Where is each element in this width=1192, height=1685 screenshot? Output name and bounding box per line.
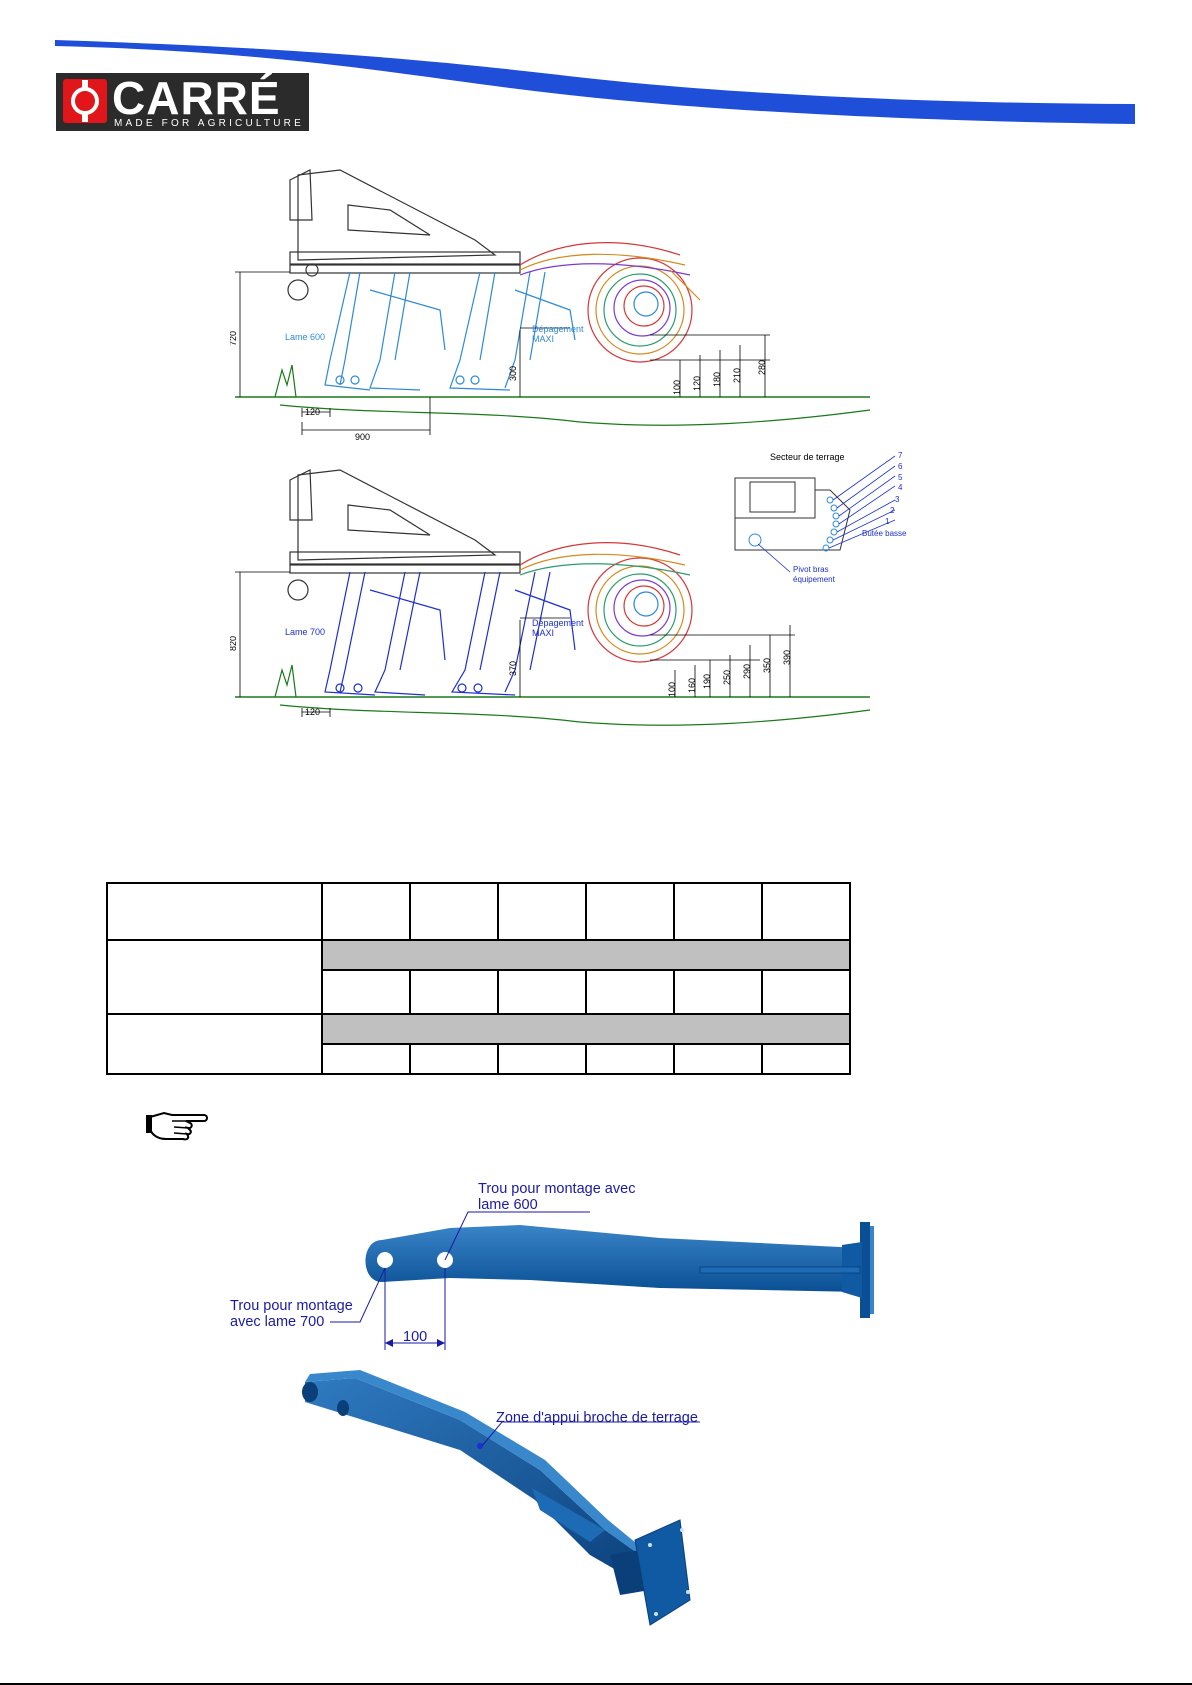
svg-text:180: 180 — [712, 372, 722, 387]
drawing-bottom: 820 120 370 100 160 190 250 290 350 390 … — [230, 469, 871, 726]
table-cell — [673, 969, 763, 1015]
support-zone-callout: Zone d'appui broche de terrage — [496, 1410, 698, 1426]
svg-text:7: 7 — [898, 451, 903, 460]
table-cell — [497, 969, 587, 1015]
hole-600-callout: Trou pour montage avec lame 600 — [478, 1181, 636, 1213]
logo-wordmark: CARRÉ — [112, 72, 281, 124]
table-cell — [106, 939, 323, 1015]
table-cell-shaded — [321, 939, 851, 971]
hole-spacing-dimension: 100 — [403, 1329, 428, 1345]
svg-text:Pivot bras: Pivot bras — [793, 565, 829, 574]
table-cell — [585, 882, 675, 941]
technical-drawing: 720 120 900 300 100 120 180 210 280 Lame… — [230, 169, 907, 726]
table-cell — [409, 882, 499, 941]
svg-text:160: 160 — [687, 678, 697, 693]
svg-text:3: 3 — [895, 495, 900, 504]
logo-tagline: MADE FOR AGRICULTURE — [114, 118, 304, 129]
arm-iso-view — [302, 1370, 700, 1626]
svg-text:390: 390 — [782, 650, 792, 665]
table-cell — [409, 969, 499, 1015]
svg-text:280: 280 — [757, 360, 767, 375]
table-cell — [409, 1043, 499, 1075]
table-cell — [673, 1043, 763, 1075]
svg-text:190: 190 — [702, 674, 712, 689]
svg-text:Lame 600: Lame 600 — [285, 332, 325, 342]
logo-mark-icon — [63, 79, 107, 123]
table-cell — [321, 1043, 411, 1075]
svg-text:équipement: équipement — [793, 575, 836, 584]
svg-text:120: 120 — [692, 376, 702, 391]
svg-text:6: 6 — [898, 462, 903, 471]
svg-text:720: 720 — [230, 331, 238, 346]
svg-text:300: 300 — [508, 366, 518, 381]
svg-text:Dépagement: Dépagement — [532, 324, 584, 334]
table-cell — [761, 1043, 851, 1075]
pointing-hand-icon — [146, 1111, 208, 1141]
table-cell — [585, 969, 675, 1015]
table-cell — [321, 969, 411, 1015]
svg-text:120: 120 — [305, 707, 320, 717]
table-cell — [761, 882, 851, 941]
hole-700-callout: Trou pour montage avec lame 700 — [230, 1298, 353, 1330]
svg-text:100: 100 — [667, 682, 677, 697]
table-cell — [497, 1043, 587, 1075]
arm-side-view — [330, 1211, 874, 1350]
svg-text:Dépagement: Dépagement — [532, 618, 584, 628]
svg-text:4: 4 — [898, 483, 903, 492]
header-swoosh — [55, 40, 1135, 124]
table-cell — [497, 882, 587, 941]
sector-detail: Secteur de terrage 76 54 32 1 Butée bass… — [734, 451, 907, 584]
svg-text:210: 210 — [732, 368, 742, 383]
svg-text:290: 290 — [742, 664, 752, 679]
svg-text:5: 5 — [898, 473, 903, 482]
footer-rule — [0, 1683, 1192, 1685]
svg-text:Lame 700: Lame 700 — [285, 627, 325, 637]
table-cell — [106, 1013, 323, 1075]
svg-text:2: 2 — [890, 506, 895, 515]
arm-bracket-render — [302, 1211, 874, 1626]
svg-text:350: 350 — [762, 658, 772, 673]
svg-text:100: 100 — [672, 380, 682, 395]
svg-text:370: 370 — [508, 661, 518, 676]
table-cell-shaded — [321, 1013, 851, 1045]
svg-text:820: 820 — [230, 636, 238, 651]
svg-text:MAXI: MAXI — [532, 628, 554, 638]
svg-text:1: 1 — [885, 517, 890, 526]
svg-text:MAXI: MAXI — [532, 334, 554, 344]
spec-table — [106, 882, 851, 1075]
sector-title: Secteur de terrage — [770, 452, 845, 462]
table-cell — [585, 1043, 675, 1075]
table-cell — [321, 882, 411, 941]
drawing-top: 720 120 900 300 100 120 180 210 280 Lame… — [230, 169, 871, 442]
svg-text:250: 250 — [722, 670, 732, 685]
svg-text:120: 120 — [305, 407, 320, 417]
table-cell — [761, 969, 851, 1015]
svg-text:900: 900 — [355, 432, 370, 442]
low-stop-label: Butée basse — [862, 529, 907, 538]
table-cell — [106, 882, 323, 941]
table-cell — [673, 882, 763, 941]
